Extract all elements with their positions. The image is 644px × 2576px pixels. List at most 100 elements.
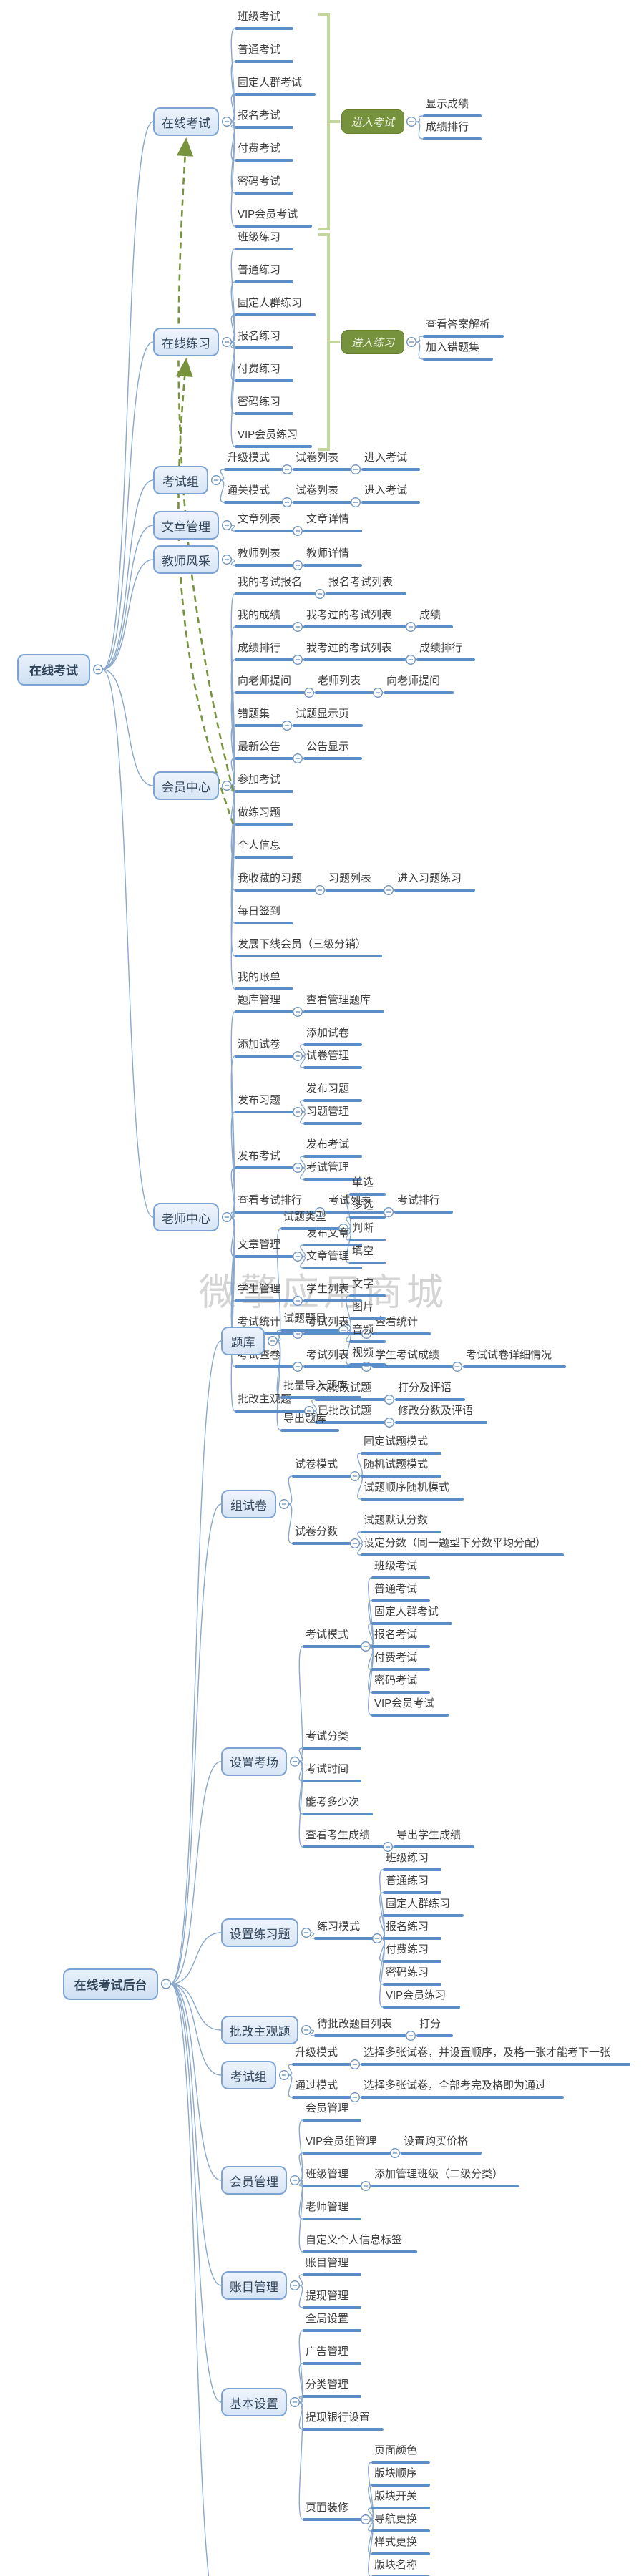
collapse-icon[interactable]	[222, 116, 233, 127]
mindmap-node[interactable]: 向老师提问	[386, 675, 441, 687]
mindmap-node[interactable]: 能考多少次	[306, 1796, 360, 1808]
mindmap-node[interactable]: 普通考试	[238, 44, 281, 56]
mindmap-node[interactable]: 固定人群练习	[386, 1898, 451, 1910]
mindmap-node[interactable]: 批改主观题	[238, 1393, 292, 1405]
mindmap-node[interactable]: 加入错题集	[426, 341, 480, 353]
collapse-icon[interactable]	[92, 664, 103, 675]
collapse-icon[interactable]	[211, 475, 222, 486]
mindmap-node[interactable]: 班级练习	[238, 231, 281, 243]
mindmap-node[interactable]: 选择多张试卷，并设置顺序，及格一张才能考下一张	[364, 2046, 611, 2059]
mindmap-node[interactable]: 我收藏的习题	[238, 872, 303, 884]
collapse-icon[interactable]	[351, 464, 361, 475]
mindmap-node[interactable]: 固定人群考试	[374, 1606, 439, 1618]
mindmap-node[interactable]: 版块顺序	[374, 2467, 418, 2479]
mindmap-node[interactable]: 考试列表	[328, 1194, 372, 1206]
branch-box[interactable]: 题库	[221, 1327, 265, 1355]
mindmap-node[interactable]: 进入考试	[364, 452, 408, 464]
collapse-icon[interactable]	[222, 555, 233, 565]
collapse-icon[interactable]	[372, 1933, 383, 1943]
node-do-practice[interactable]: 做练习题	[238, 806, 281, 819]
mindmap-node[interactable]: 习题管理	[306, 1106, 350, 1118]
mindmap-node[interactable]: 普通练习	[386, 1875, 429, 1887]
mindmap-node[interactable]: 考试试卷详细情况	[466, 1349, 552, 1361]
mindmap-node[interactable]: 单选	[352, 1176, 374, 1189]
collapse-icon[interactable]	[384, 1417, 395, 1428]
mindmap-node[interactable]: 通过模式	[295, 2079, 338, 2092]
mindmap-node[interactable]: 考试管理	[306, 1161, 350, 1174]
mindmap-node[interactable]: 报名考试	[238, 109, 281, 122]
root-box[interactable]: 在线考试后台	[63, 1968, 158, 2000]
mindmap-node[interactable]: 文字	[352, 1278, 374, 1290]
collapse-icon[interactable]	[290, 2175, 301, 2185]
mindmap-node[interactable]: 发展下线会员（三级分销）	[238, 938, 367, 950]
collapse-icon[interactable]	[290, 2396, 301, 2407]
node-l2-practice[interactable]: 在线练习	[153, 328, 219, 356]
mindmap-node[interactable]: 固定人群考试	[238, 77, 303, 89]
mindmap-node[interactable]: 最新公告	[238, 741, 281, 753]
collapse-icon[interactable]	[268, 1335, 278, 1346]
branch-box[interactable]: 考试组	[153, 466, 208, 494]
mindmap-node[interactable]: VIP会员组管理	[306, 2135, 377, 2147]
mindmap-node[interactable]: 班级管理	[306, 2168, 349, 2180]
mindmap-node[interactable]: 添加试卷	[306, 1027, 350, 1039]
branch-box[interactable]: 设置考场	[221, 1747, 287, 1776]
mindmap-node[interactable]: 成绩排行	[238, 642, 281, 654]
mindmap-node[interactable]: 自定义个人信息标签	[306, 2234, 403, 2246]
mindmap-node[interactable]: 付费练习	[386, 1943, 429, 1956]
mindmap-node[interactable]: 密码练习	[238, 396, 281, 408]
collapse-icon[interactable]	[279, 1498, 290, 1509]
mindmap-node[interactable]: 学生管理	[238, 1283, 281, 1295]
collapse-icon[interactable]	[452, 1361, 463, 1372]
mindmap-node[interactable]: 页面颜色	[374, 2444, 418, 2457]
action-box[interactable]: 进入考试	[341, 109, 404, 134]
mindmap-node[interactable]: 版块名称	[374, 2559, 418, 2571]
mindmap-node[interactable]: 试卷模式	[295, 1458, 338, 1470]
node-join-exam[interactable]: 参加考试	[238, 774, 281, 786]
collapse-icon[interactable]	[222, 520, 233, 531]
mindmap-node[interactable]: 查看统计	[375, 1316, 419, 1328]
collapse-icon[interactable]	[279, 2069, 290, 2080]
mindmap-node[interactable]: 我考过的考试列表	[306, 642, 393, 654]
mindmap-node[interactable]: 查看考试排行	[238, 1194, 303, 1206]
mindmap-node[interactable]: 试卷管理	[306, 1050, 350, 1062]
mindmap-node[interactable]: 提现管理	[306, 2290, 349, 2302]
collapse-icon[interactable]	[290, 2280, 301, 2290]
mindmap-node[interactable]: 我的成绩	[238, 609, 281, 621]
mindmap-node[interactable]: 导航更换	[374, 2513, 418, 2525]
mindmap-node[interactable]: 题库管理	[238, 994, 281, 1006]
mindmap-node[interactable]: 修改分数及评语	[398, 1405, 474, 1417]
mindmap-node[interactable]: 音频	[352, 1324, 374, 1336]
collapse-icon[interactable]	[290, 1756, 301, 1767]
mindmap-node[interactable]: 发布考试	[306, 1138, 350, 1151]
mindmap-node[interactable]: 练习模式	[317, 1921, 361, 1933]
mindmap-node[interactable]: 查看考生成绩	[306, 1829, 371, 1841]
mindmap-node[interactable]: 导出题库	[283, 1413, 327, 1425]
mindmap-node[interactable]: 公告显示	[306, 741, 350, 753]
mindmap-node[interactable]: 填空	[352, 1245, 374, 1257]
mindmap-node[interactable]: 进入习题练习	[397, 872, 462, 884]
mindmap-node[interactable]: 已批改试题	[318, 1405, 372, 1417]
branch-box[interactable]: 基本设置	[221, 2388, 287, 2416]
action-box[interactable]: 进入练习	[341, 330, 404, 354]
mindmap-node[interactable]: 固定人群练习	[238, 297, 303, 309]
mindmap-node[interactable]: 版块开关	[374, 2490, 418, 2502]
collapse-icon[interactable]	[293, 1050, 303, 1061]
mindmap-node[interactable]: 文章列表	[238, 513, 281, 525]
mindmap-node[interactable]: 升级模式	[227, 452, 270, 464]
branch-box[interactable]: 会员中心	[153, 771, 219, 800]
collapse-icon[interactable]	[222, 1211, 233, 1222]
mindmap-node[interactable]: 付费考试	[374, 1652, 418, 1664]
mindmap-node[interactable]: 考试模式	[306, 1629, 349, 1641]
mindmap-node[interactable]: 我的账单	[238, 971, 281, 983]
mindmap-node[interactable]: 试题类型	[283, 1211, 327, 1223]
mindmap-node[interactable]: 选择多张试卷，全部考完及格即为通过	[364, 2079, 547, 2092]
mindmap-node[interactable]: 广告管理	[306, 2346, 349, 2358]
mindmap-node[interactable]: 多选	[352, 1199, 374, 1211]
mindmap-node[interactable]: 错题集	[238, 708, 270, 720]
branch-box[interactable]: 组试卷	[221, 1490, 276, 1518]
mindmap-node[interactable]: 付费练习	[238, 363, 281, 375]
mindmap-node[interactable]: 升级模式	[295, 2046, 338, 2059]
mindmap-node[interactable]: 班级考试	[374, 1560, 418, 1572]
mindmap-node[interactable]: 考试列表	[306, 1349, 350, 1361]
mindmap-node[interactable]: 判断	[352, 1222, 374, 1234]
